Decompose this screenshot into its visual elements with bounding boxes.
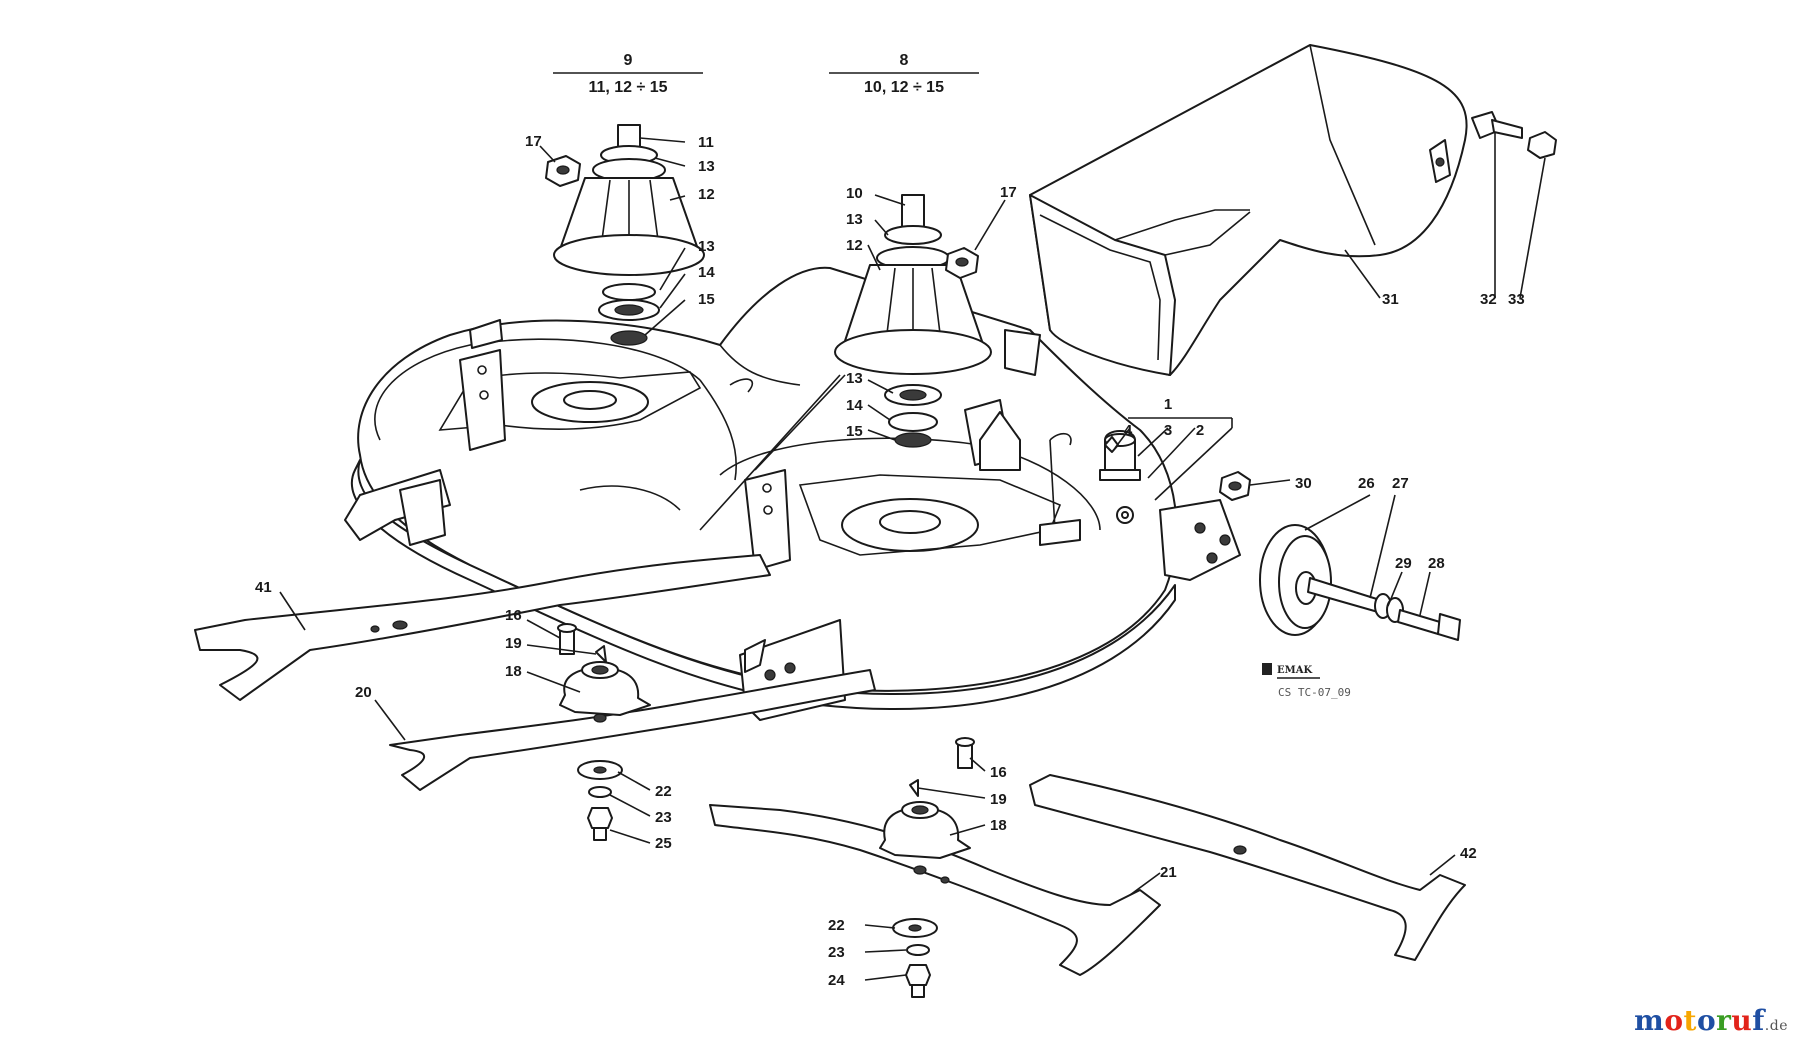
svg-text:32: 32: [1480, 291, 1497, 308]
svg-text:13: 13: [698, 158, 715, 175]
svg-text:12: 12: [698, 186, 715, 203]
watermark-tld: .de: [1764, 1018, 1788, 1034]
motoruf-watermark: motoruf.de: [1634, 1004, 1788, 1037]
svg-text:11: 11: [698, 134, 714, 151]
svg-text:17: 17: [1000, 184, 1017, 201]
svg-text:4: 4: [1124, 422, 1133, 439]
bolt-16-right: [955, 737, 975, 769]
bolt-25: [587, 807, 613, 841]
svg-text:10, 12 ÷ 15: 10, 12 ÷ 15: [864, 79, 944, 96]
bolt-16-left: [557, 623, 577, 655]
svg-text:42: 42: [1460, 845, 1477, 862]
svg-text:18: 18: [990, 817, 1007, 834]
blade-41: [194, 554, 771, 701]
svg-text:29: 29: [1395, 555, 1412, 572]
svg-text:3: 3: [1164, 422, 1172, 439]
wheel-nut: [1219, 471, 1251, 501]
svg-text:15: 15: [698, 291, 715, 308]
svg-text:20: 20: [355, 684, 372, 701]
svg-text:13: 13: [846, 211, 863, 228]
blade-adapter-left: [559, 661, 651, 716]
left-spindle-nut: [545, 155, 581, 187]
svg-text:9: 9: [624, 52, 633, 69]
group-1-bracket: 1: [1128, 396, 1233, 428]
svg-text:16: 16: [505, 607, 522, 624]
svg-text:23: 23: [655, 809, 672, 826]
svg-text:16: 16: [990, 764, 1007, 781]
svg-text:33: 33: [1508, 291, 1525, 308]
svg-text:17: 17: [525, 133, 542, 150]
manufacturer-stamp: EMAK CS TC-07_09: [1262, 663, 1351, 699]
svg-text:2: 2: [1196, 422, 1204, 439]
watermark-letter: f: [1752, 1004, 1765, 1037]
key-19-right: [909, 779, 919, 797]
svg-text:21: 21: [1160, 864, 1177, 881]
svg-text:19: 19: [990, 791, 1007, 808]
blade-42: [1029, 774, 1466, 961]
watermark-name: motoruf: [1634, 1004, 1765, 1037]
left-assembly-group-label: 9 11, 12 ÷ 15: [553, 52, 703, 96]
leader-lines: [279, 132, 1546, 981]
watermark-letter: u: [1731, 1004, 1753, 1037]
discharge-chute: [1029, 44, 1468, 376]
svg-text:14: 14: [846, 397, 863, 414]
left-spindle-assembly: [553, 124, 705, 346]
blade-adapter-right: [879, 801, 971, 859]
svg-text:14: 14: [698, 264, 715, 281]
right-spindle-nut: [945, 247, 979, 279]
blade-21: [709, 804, 1161, 976]
chute-nut: [1527, 131, 1557, 159]
right-spindle-assembly: [834, 194, 992, 448]
svg-text:11, 12 ÷ 15: 11, 12 ÷ 15: [588, 79, 667, 96]
svg-text:18: 18: [505, 663, 522, 680]
svg-text:19: 19: [505, 635, 522, 652]
svg-text:24: 24: [828, 972, 845, 989]
svg-text:EMAK: EMAK: [1277, 665, 1312, 676]
svg-text:28: 28: [1428, 555, 1445, 572]
watermark-letter: t: [1683, 1004, 1697, 1037]
watermark-letter: o: [1696, 1004, 1717, 1037]
svg-text:27: 27: [1392, 475, 1409, 492]
height-adjust-hardware: [1099, 430, 1141, 481]
svg-text:26: 26: [1358, 475, 1375, 492]
chute-bolt: [1471, 111, 1523, 139]
svg-text:15: 15: [846, 423, 863, 440]
svg-text:30: 30: [1295, 475, 1312, 492]
svg-text:8: 8: [900, 52, 909, 69]
bolt-24: [905, 964, 931, 998]
svg-text:22: 22: [655, 783, 672, 800]
svg-text:13: 13: [698, 238, 715, 255]
svg-text:CS TC-07_09: CS TC-07_09: [1278, 686, 1351, 699]
washer-22-left: [577, 760, 623, 780]
right-assembly-group-label: 8 10, 12 ÷ 15: [829, 52, 979, 96]
watermark-letter: o: [1664, 1004, 1684, 1037]
deck-wheel: [1259, 524, 1461, 641]
watermark-letter: r: [1716, 1004, 1732, 1037]
lockwasher-23-left: [588, 786, 612, 798]
svg-text:31: 31: [1382, 291, 1399, 308]
svg-text:23: 23: [828, 944, 845, 961]
svg-text:25: 25: [655, 835, 672, 852]
svg-text:10: 10: [846, 185, 863, 202]
svg-text:22: 22: [828, 917, 845, 934]
svg-text:1: 1: [1164, 396, 1172, 413]
callout-labels: 11 13 12 13 14 15 17 10 13 12 17 13 14 1…: [255, 133, 1525, 989]
lockwasher-23-right: [906, 944, 930, 956]
key-19-left: [595, 645, 607, 663]
svg-text:41: 41: [255, 579, 272, 596]
svg-text:12: 12: [846, 237, 863, 254]
washer-22-right: [892, 918, 938, 938]
svg-text:13: 13: [846, 370, 863, 387]
watermark-letter: m: [1634, 1004, 1665, 1037]
